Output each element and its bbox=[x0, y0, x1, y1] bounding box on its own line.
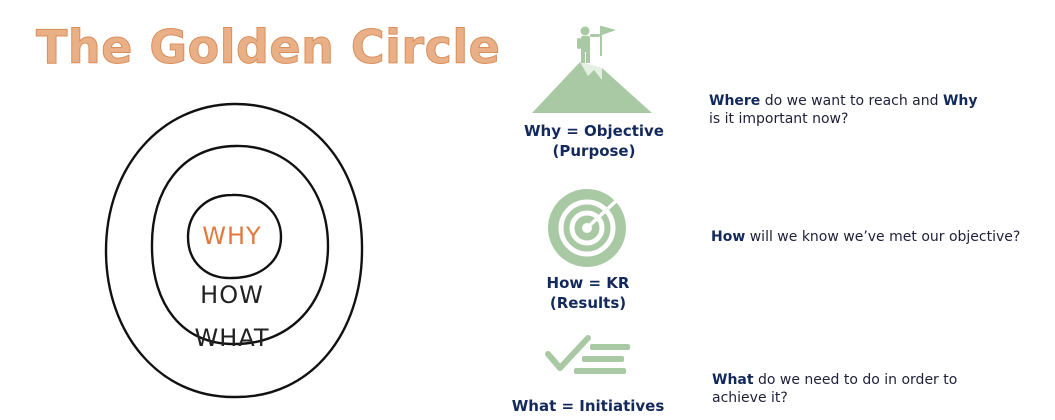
objective-question: Where do we want to reach and Why is it … bbox=[709, 92, 978, 128]
outer-circle bbox=[104, 102, 364, 399]
what-label: WHAT bbox=[195, 324, 270, 352]
mountain-flag-icon bbox=[532, 26, 652, 113]
why-label: WHY bbox=[202, 222, 261, 250]
objective-label-line1: Why = Objective bbox=[524, 122, 664, 140]
initiatives-question-line1: What do we need to do in order to bbox=[712, 371, 957, 389]
how-keyword: How bbox=[711, 229, 746, 245]
checklist-icon bbox=[545, 335, 630, 374]
objective-question-line1: Where do we want to reach and Why bbox=[709, 92, 978, 110]
kr-question: How will we know we’ve met our objective… bbox=[711, 228, 1020, 246]
objective-question-mid: do we want to reach and bbox=[760, 93, 943, 109]
kr-question-rest: will we know we’ve met our objective? bbox=[745, 229, 1021, 245]
how-label: HOW bbox=[200, 281, 264, 309]
target-icon bbox=[548, 189, 626, 267]
kr-question-line1: How will we know we’ve met our objective… bbox=[711, 228, 1020, 246]
what-keyword: What bbox=[712, 372, 754, 388]
initiatives-question-line2: achieve it? bbox=[712, 390, 788, 406]
slide-title: The Golden Circle bbox=[35, 20, 501, 75]
initiatives-label: What = Initiatives bbox=[498, 396, 678, 416]
kr-label-line1: How = KR bbox=[546, 274, 630, 292]
where-keyword: Where bbox=[709, 93, 761, 109]
why-keyword: Why bbox=[942, 93, 978, 109]
objective-label-line2: (Purpose) bbox=[552, 142, 636, 160]
inner-circle bbox=[186, 193, 283, 280]
initiatives-label-line1: What = Initiatives bbox=[511, 397, 665, 415]
initiatives-question: What do we need to do in order to achiev… bbox=[712, 371, 957, 407]
kr-label: How = KR (Results) bbox=[498, 273, 678, 313]
kr-label-line2: (Results) bbox=[549, 294, 627, 312]
objective-label: Why = Objective (Purpose) bbox=[504, 121, 684, 161]
golden-circle-diagram: WHY HOW WHAT bbox=[104, 102, 364, 399]
objective-question-line2: is it important now? bbox=[709, 111, 849, 127]
middle-circle bbox=[150, 144, 330, 346]
initiatives-question-rest: do we need to do in order to bbox=[753, 372, 958, 388]
